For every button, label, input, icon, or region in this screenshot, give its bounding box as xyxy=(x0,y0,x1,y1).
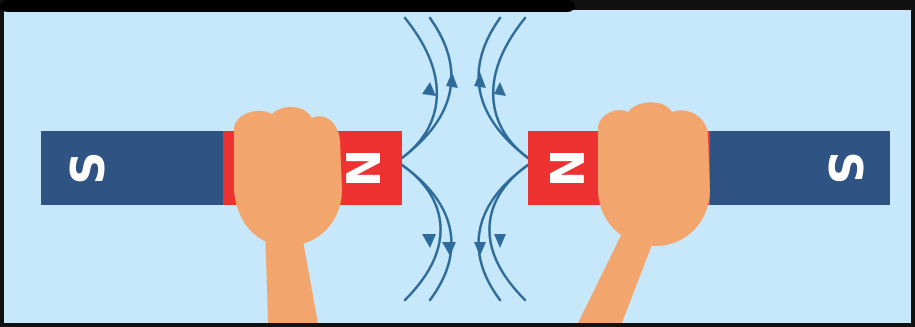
left-north-label: N xyxy=(337,149,391,188)
left-south-label: S xyxy=(61,151,115,184)
right-south-label: S xyxy=(818,151,872,184)
left-fist xyxy=(234,107,342,246)
left-magnet: S N xyxy=(41,131,402,205)
right-fist xyxy=(598,102,710,246)
right-north-label: N xyxy=(539,149,593,188)
top-bar xyxy=(0,0,575,12)
